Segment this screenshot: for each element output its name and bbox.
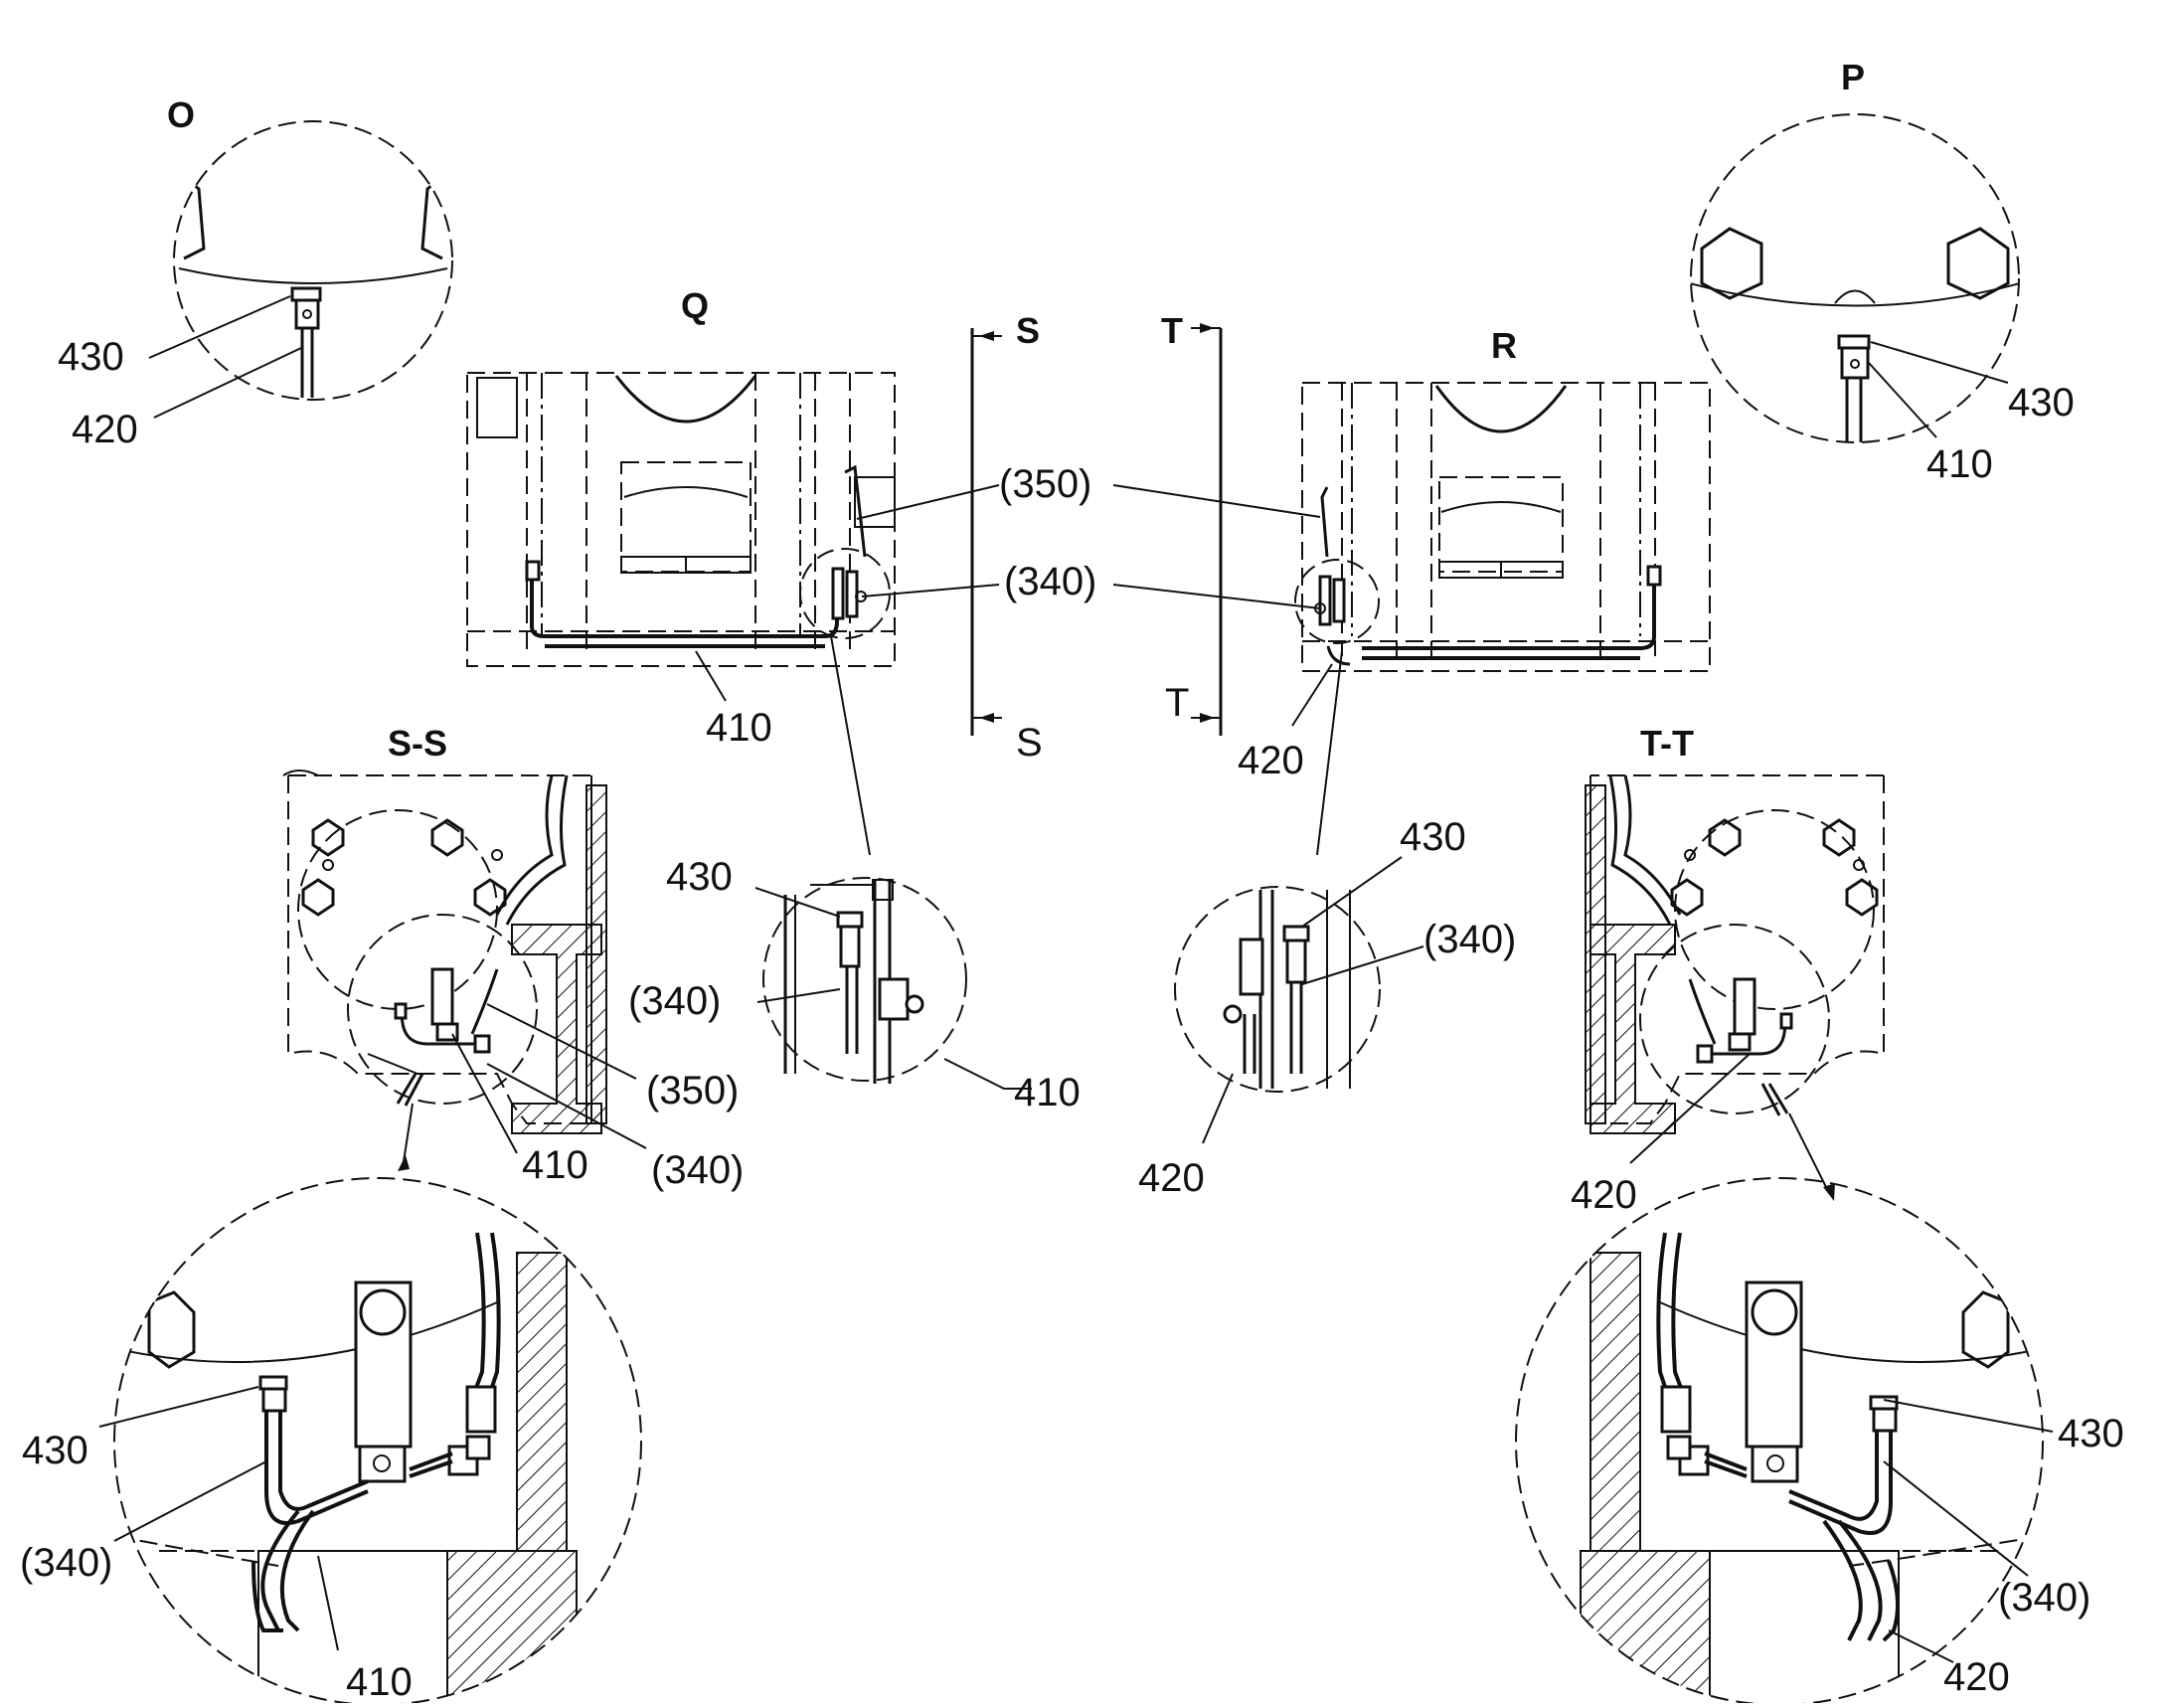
label-ss-410: 410	[522, 1143, 588, 1187]
label-detail-q-430: 430	[666, 855, 733, 899]
view-q-title: Q	[681, 285, 709, 326]
label-detail-tt-340: (340)	[1998, 1576, 2090, 1620]
view-r: R 420	[1112, 325, 1711, 782]
label-r-420: 420	[1238, 739, 1304, 782]
label-o-420: 420	[72, 408, 138, 451]
label-o-430: 430	[58, 335, 124, 379]
view-r-outline	[1301, 382, 1711, 672]
view-o: O 430 420	[58, 94, 453, 451]
label-ss-350: (350)	[646, 1069, 739, 1112]
label-detail-tt-420: 420	[1943, 1655, 2010, 1699]
view-p: P 430 410	[1690, 57, 2075, 486]
detail-circle-r-fitting	[1294, 559, 1380, 644]
detail-circle-tt	[1639, 924, 1830, 1114]
label-detail-q-340: (340)	[628, 979, 721, 1023]
detail-circle-q-fitting	[799, 548, 891, 639]
detail-circle-r	[1174, 886, 1381, 1093]
label-detail-tt-430: 430	[2058, 1412, 2124, 1455]
label-detail-r-430: 430	[1400, 815, 1466, 859]
detail-tt: 430 (340) 420	[1515, 1177, 2124, 1706]
label-detail-ss-410: 410	[346, 1660, 413, 1703]
detail-circle-ss	[347, 914, 538, 1105]
label-q-350: (350)	[999, 462, 1091, 506]
label-p-410: 410	[1926, 442, 1993, 486]
label-ss-340: (340)	[651, 1148, 744, 1192]
label-p-430: 430	[2008, 381, 2075, 425]
section-line-t: T T	[1161, 310, 1223, 736]
detail-circle-q	[762, 877, 967, 1082]
label-detail-q-410: 410	[1014, 1071, 1081, 1114]
detail-circle-p	[1690, 113, 2020, 443]
label-q-410: 410	[706, 706, 772, 750]
detail-circle-o	[173, 120, 453, 401]
label-detail-r-340: (340)	[1423, 918, 1516, 961]
section-ss-title: S-S	[388, 723, 447, 764]
section-mark-t-bottom: T	[1165, 681, 1189, 725]
view-r-title: R	[1491, 325, 1517, 366]
section-mark-s-bottom: S	[1016, 721, 1043, 765]
section-tt-title: T-T	[1640, 723, 1694, 764]
section-ss: S-S (350) (340) 410	[282, 723, 744, 1192]
section-line-s: S S	[970, 310, 1043, 765]
label-detail-ss-340: (340)	[20, 1541, 112, 1585]
section-tt: T-T 420	[1571, 723, 1885, 1217]
label-detail-ss-430: 430	[22, 1429, 88, 1472]
view-o-title: O	[167, 94, 195, 135]
view-p-title: P	[1841, 57, 1865, 97]
label-tt-420: 420	[1571, 1173, 1637, 1217]
label-detail-r-420: 420	[1138, 1156, 1205, 1200]
label-q-340: (340)	[1004, 560, 1096, 603]
view-q: Q (350) (340) 410	[466, 285, 1096, 750]
detail-q: 430 (340) 410	[628, 635, 1081, 1114]
section-mark-t-top: T	[1161, 310, 1183, 351]
section-mark-s-top: S	[1016, 310, 1040, 351]
detail-r: 430 (340) 420	[1138, 650, 1516, 1200]
detail-ss: 430 (340) 410	[20, 1177, 642, 1706]
